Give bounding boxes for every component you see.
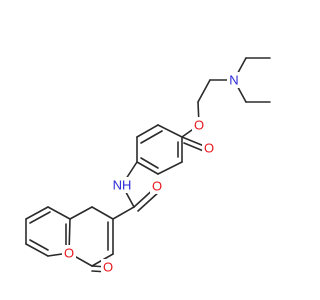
ring-oxygen-label: O — [62, 245, 76, 261]
structure-diagram: N O O NH O O O — [25, 57, 271, 275]
amide-nh-label: NH — [112, 177, 132, 193]
benzo-double-bond — [29, 239, 49, 251]
svg-text:O: O — [64, 246, 74, 261]
benzo-double-bond — [29, 211, 51, 224]
svg-text:O: O — [204, 141, 214, 156]
benzo-bond — [69, 206, 93, 220]
phenyl-bond — [136, 161, 159, 175]
benzo-bond — [25, 243, 49, 257]
phenyl-bond — [157, 124, 183, 138]
amide-carbonyl-2 — [137, 190, 161, 212]
phenyl-bond — [136, 124, 159, 138]
molecule-svg: N O O NH O O O — [25, 57, 271, 275]
c3-c4-bond — [112, 206, 135, 220]
benzo-bond — [47, 206, 71, 220]
amide-oxygen-label: O — [150, 178, 164, 194]
phenyl-bond — [157, 161, 183, 175]
bond-layer — [25, 57, 271, 273]
atom-label-layer: N O O NH O O O — [62, 72, 241, 275]
ester-oxygen-label: O — [192, 117, 206, 133]
svg-text:NH: NH — [113, 178, 132, 193]
phenyl-double-bond — [140, 157, 159, 169]
c4-c4a-bond — [91, 206, 114, 220]
lactone-oxygen-label: O — [101, 259, 115, 275]
amine-nitrogen-label: N — [227, 72, 241, 88]
svg-text:N: N — [229, 73, 238, 88]
ester-carbonyl-oxygen-label: O — [202, 140, 216, 156]
benzo-bond — [25, 206, 49, 220]
svg-text:O: O — [194, 118, 204, 133]
phenyl-double-bond — [140, 130, 163, 144]
svg-text:O: O — [152, 179, 162, 194]
ethylene-bond — [197, 79, 211, 103]
svg-text:O: O — [103, 260, 113, 275]
